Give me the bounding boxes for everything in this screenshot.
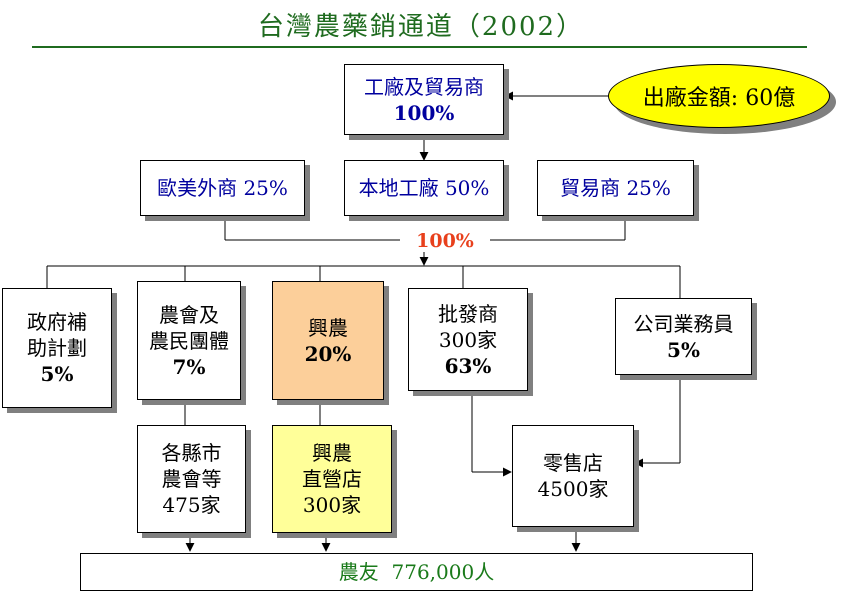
- box-farmers-association: 農會及 農民團體 7%: [137, 281, 241, 400]
- box-factories-traders: 工廠及貿易商 100%: [344, 64, 504, 135]
- box-foreign-firms: 歐美外商 25%: [140, 160, 305, 216]
- box-local-factories: 本地工廠 50%: [344, 160, 504, 216]
- box-wholesaler: 批發商 300家 63%: [408, 288, 528, 391]
- box-traders: 貿易商 25%: [537, 160, 694, 216]
- box-xingnong-direct-stores: 興農 直營店 300家: [272, 425, 392, 533]
- box-farmers: 農友 776,000人: [80, 553, 753, 591]
- box-government-subsidy: 政府補 助計劃 5%: [2, 288, 112, 408]
- box-county-associations: 各縣市 農會等 475家: [137, 425, 246, 533]
- distribution-total-label: 100%: [416, 230, 474, 252]
- box-xingnong: 興農 20%: [272, 281, 384, 400]
- box-sales-staff: 公司業務員 5%: [615, 298, 752, 375]
- title-underline: [32, 46, 807, 48]
- box-retail-stores: 零售店 4500家: [512, 425, 634, 527]
- page-title: 台灣農藥銷通道（2002）: [257, 12, 585, 42]
- shipment-value-ellipse: 出廠金額: 60億: [608, 64, 830, 128]
